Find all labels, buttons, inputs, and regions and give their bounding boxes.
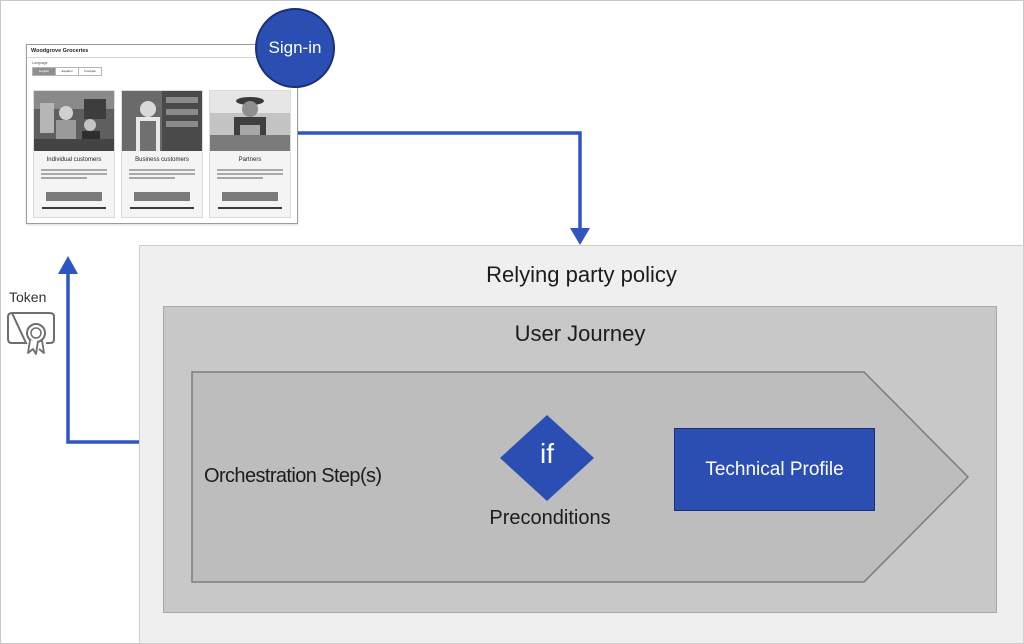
card-description xyxy=(217,169,283,185)
technical-profile-box: Technical Profile xyxy=(674,428,875,511)
card-title: Individual customers xyxy=(46,157,102,163)
preconditions-label: Preconditions xyxy=(489,507,611,529)
signin-page-divider xyxy=(27,57,297,58)
business-customers-card: Business customers xyxy=(121,90,203,218)
card-signup-link[interactable] xyxy=(218,207,282,209)
token-label: Token xyxy=(9,289,47,305)
orchestration-step-shape xyxy=(191,371,970,583)
user-journey-title: User Journey xyxy=(514,321,646,346)
card-photo xyxy=(122,91,202,151)
card-description xyxy=(41,169,107,185)
card-photo xyxy=(34,91,114,151)
card-signin-button[interactable] xyxy=(222,192,278,201)
language-tab[interactable]: English xyxy=(33,68,56,75)
signin-badge: Sign-in xyxy=(255,8,335,88)
language-tab[interactable]: Español xyxy=(56,68,79,75)
card-signin-button[interactable] xyxy=(46,192,102,201)
card-signup-link[interactable] xyxy=(42,207,106,209)
language-tab[interactable]: Français xyxy=(79,68,101,75)
language-tabs: English Español Français xyxy=(32,67,102,76)
card-title: Business customers xyxy=(135,157,189,163)
card-signup-link[interactable] xyxy=(130,207,194,209)
card-photo xyxy=(210,91,290,151)
card-title: Partners xyxy=(238,157,262,163)
if-symbol: if xyxy=(540,438,554,469)
signin-page-screenshot: Woodgrove Groceries Language English Esp… xyxy=(26,44,298,224)
signin-page-title: Woodgrove Groceries xyxy=(31,48,89,54)
card-signin-button[interactable] xyxy=(134,192,190,201)
precondition-diamond xyxy=(500,415,594,501)
individual-customers-card: Individual customers xyxy=(33,90,115,218)
technical-profile-label: Technical Profile xyxy=(705,458,844,480)
card-description xyxy=(129,169,195,185)
relying-party-policy-title: Relying party policy xyxy=(486,262,677,287)
certificate-icon xyxy=(7,311,55,355)
signin-badge-label: Sign-in xyxy=(268,38,322,57)
orchestration-step-label: Orchestration Step(s) xyxy=(204,465,382,487)
partners-card: Partners xyxy=(209,90,291,218)
language-label: Language xyxy=(32,61,48,65)
